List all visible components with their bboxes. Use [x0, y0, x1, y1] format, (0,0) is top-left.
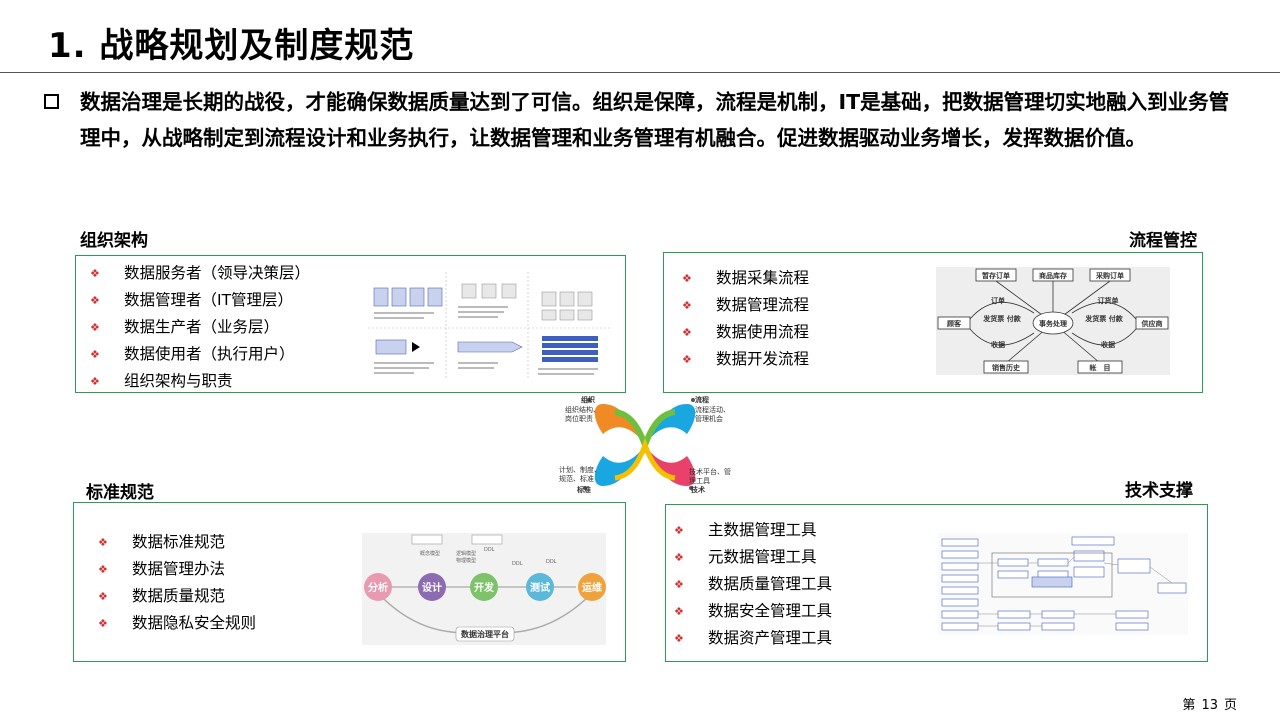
diamond-bullet-icon: ❖	[674, 605, 684, 618]
list-item: ❖数据管理流程	[682, 292, 809, 319]
diamond-bullet-icon: ❖	[90, 348, 100, 361]
flow-order-left: 订单	[991, 296, 1005, 305]
diamond-bullet-icon: ❖	[90, 321, 100, 334]
stage-3: 测试	[530, 581, 550, 594]
diamond-bullet-icon: ❖	[682, 272, 692, 285]
flow-right: 供应商	[1141, 319, 1163, 328]
tech-list: ❖主数据管理工具 ❖元数据管理工具 ❖数据质量管理工具 ❖数据安全管理工具 ❖数…	[674, 517, 832, 652]
note-5: DDL	[546, 559, 557, 565]
flow-pay-right: 发货票 付款	[1084, 314, 1123, 323]
tech-box: ❖主数据管理工具 ❖元数据管理工具 ❖数据质量管理工具 ❖数据安全管理工具 ❖数…	[665, 504, 1208, 662]
flow-order-right: 订货单	[1098, 296, 1119, 305]
page-title: 1. 战略规划及制度规范	[48, 26, 415, 66]
intro-paragraph: 数据治理是长期的战役，才能确保数据质量达到了可信。组织是保障，流程是机制，IT是…	[80, 90, 1230, 150]
standard-box: ❖数据标准规范 ❖数据管理办法 ❖数据质量规范 ❖数据隐私安全规则 分析 设计 …	[73, 502, 626, 662]
logo-standard-sub: 计划、制度、 规范、标准	[559, 466, 601, 483]
process-list: ❖数据采集流程 ❖数据管理流程 ❖数据使用流程 ❖数据开发流程	[682, 265, 809, 373]
lifecycle-diagram: 分析 设计 开发 测试 运维 概念模型 逻辑模型 物理模型 DDL DDL DD…	[362, 533, 606, 645]
logo-process-sub: 流程活动、 管理机会	[695, 406, 730, 423]
list-item: ❖数据使用者（执行用户）	[90, 341, 310, 368]
platform-label: 数据治理平台	[461, 629, 509, 639]
standard-section-label: 标准规范	[86, 483, 154, 503]
logo-tech-label: 技术	[691, 486, 705, 494]
diamond-bullet-icon: ❖	[674, 578, 684, 591]
tools-architecture-diagram	[938, 533, 1188, 635]
process-section-label: 流程管控	[1129, 231, 1197, 251]
org-section-label: 组织架构	[80, 231, 148, 251]
stage-4: 运维	[582, 581, 602, 594]
note-1: 逻辑模型	[456, 550, 476, 557]
business-flow-diagram: 事务处理 暂存订单 商品库存 采购订单 顾客 供应商 销售历史 帐 目 订单 订…	[936, 267, 1170, 375]
diamond-bullet-icon: ❖	[682, 299, 692, 312]
list-item: ❖数据标准规范	[98, 529, 256, 556]
logo-org-label: 组织	[581, 396, 595, 404]
square-bullet-icon	[44, 94, 59, 109]
stage-0: 分析	[368, 581, 388, 594]
flow-bottom-1: 帐 目	[1090, 363, 1111, 372]
list-item: ❖数据使用流程	[682, 319, 809, 346]
list-item: ❖数据质量规范	[98, 583, 256, 610]
list-item: ❖数据采集流程	[682, 265, 809, 292]
logo-org-sub: 组织结构、 岗位职责	[565, 406, 600, 423]
diamond-bullet-icon: ❖	[674, 524, 684, 537]
list-item: ❖数据服务者（领导决策层）	[90, 260, 310, 287]
flow-center: 事务处理	[1039, 319, 1067, 328]
flow-top-0: 暂存订单	[982, 271, 1010, 280]
list-item: ❖主数据管理工具	[674, 517, 832, 544]
diamond-bullet-icon: ❖	[98, 590, 108, 603]
flow-recv-right: 收据	[1101, 340, 1115, 349]
flow-bottom-0: 销售历史	[991, 363, 1021, 372]
org-list: ❖数据服务者（领导决策层） ❖数据管理者（IT管理层） ❖数据生产者（业务层） …	[90, 260, 310, 395]
note-2: 物理模型	[456, 557, 476, 564]
title-divider	[0, 72, 1280, 73]
list-item: ❖数据开发流程	[682, 346, 809, 373]
list-item: ❖数据生产者（业务层）	[90, 314, 310, 341]
org-structure-thumbnail	[368, 272, 610, 378]
diamond-bullet-icon: ❖	[90, 375, 100, 388]
x-shape-graphic	[583, 398, 696, 490]
list-item: ❖数据管理者（IT管理层）	[90, 287, 310, 314]
list-item: ❖组织架构与职责	[90, 368, 310, 395]
list-item: ❖数据管理办法	[98, 556, 256, 583]
diamond-bullet-icon: ❖	[98, 617, 108, 630]
diamond-bullet-icon: ❖	[674, 551, 684, 564]
logo-standard-label: 标准	[577, 486, 591, 494]
diamond-bullet-icon: ❖	[682, 326, 692, 339]
list-item: ❖数据质量管理工具	[674, 571, 832, 598]
diamond-bullet-icon: ❖	[682, 353, 692, 366]
flow-left: 顾客	[947, 319, 962, 328]
list-item: ❖数据资产管理工具	[674, 625, 832, 652]
list-item: ❖数据隐私安全规则	[98, 610, 256, 637]
flow-top-2: 采购订单	[1095, 271, 1124, 280]
process-box: ❖数据采集流程 ❖数据管理流程 ❖数据使用流程 ❖数据开发流程 事务处理 暂存订…	[663, 252, 1203, 393]
governance-x-logo: 组织 组织结构、 岗位职责 流程 流程活动、 管理机会 计划、制度、 规范、标准…	[555, 390, 735, 500]
note-3: DDL	[484, 547, 495, 553]
standard-list: ❖数据标准规范 ❖数据管理办法 ❖数据质量规范 ❖数据隐私安全规则	[98, 529, 256, 637]
diamond-bullet-icon: ❖	[98, 563, 108, 576]
tech-section-label: 技术支撑	[1125, 481, 1193, 501]
logo-process-label: 流程	[695, 396, 709, 404]
logo-tech-sub: 技术平台、管 理工具	[689, 468, 731, 485]
diamond-bullet-icon: ❖	[90, 267, 100, 280]
note-4: DDL	[512, 561, 523, 567]
diamond-bullet-icon: ❖	[90, 294, 100, 307]
flow-recv-left: 收据	[991, 340, 1005, 349]
note-0: 概念模型	[420, 550, 440, 557]
list-item: ❖元数据管理工具	[674, 544, 832, 571]
diamond-bullet-icon: ❖	[98, 536, 108, 549]
org-box: ❖数据服务者（领导决策层） ❖数据管理者（IT管理层） ❖数据生产者（业务层） …	[75, 255, 626, 393]
list-item: ❖数据安全管理工具	[674, 598, 832, 625]
flow-top-1: 商品库存	[1039, 271, 1067, 280]
flow-pay-left: 发货票 付款	[982, 314, 1021, 323]
stage-1: 设计	[422, 581, 442, 594]
stage-2: 开发	[474, 581, 495, 594]
diamond-bullet-icon: ❖	[674, 632, 684, 645]
